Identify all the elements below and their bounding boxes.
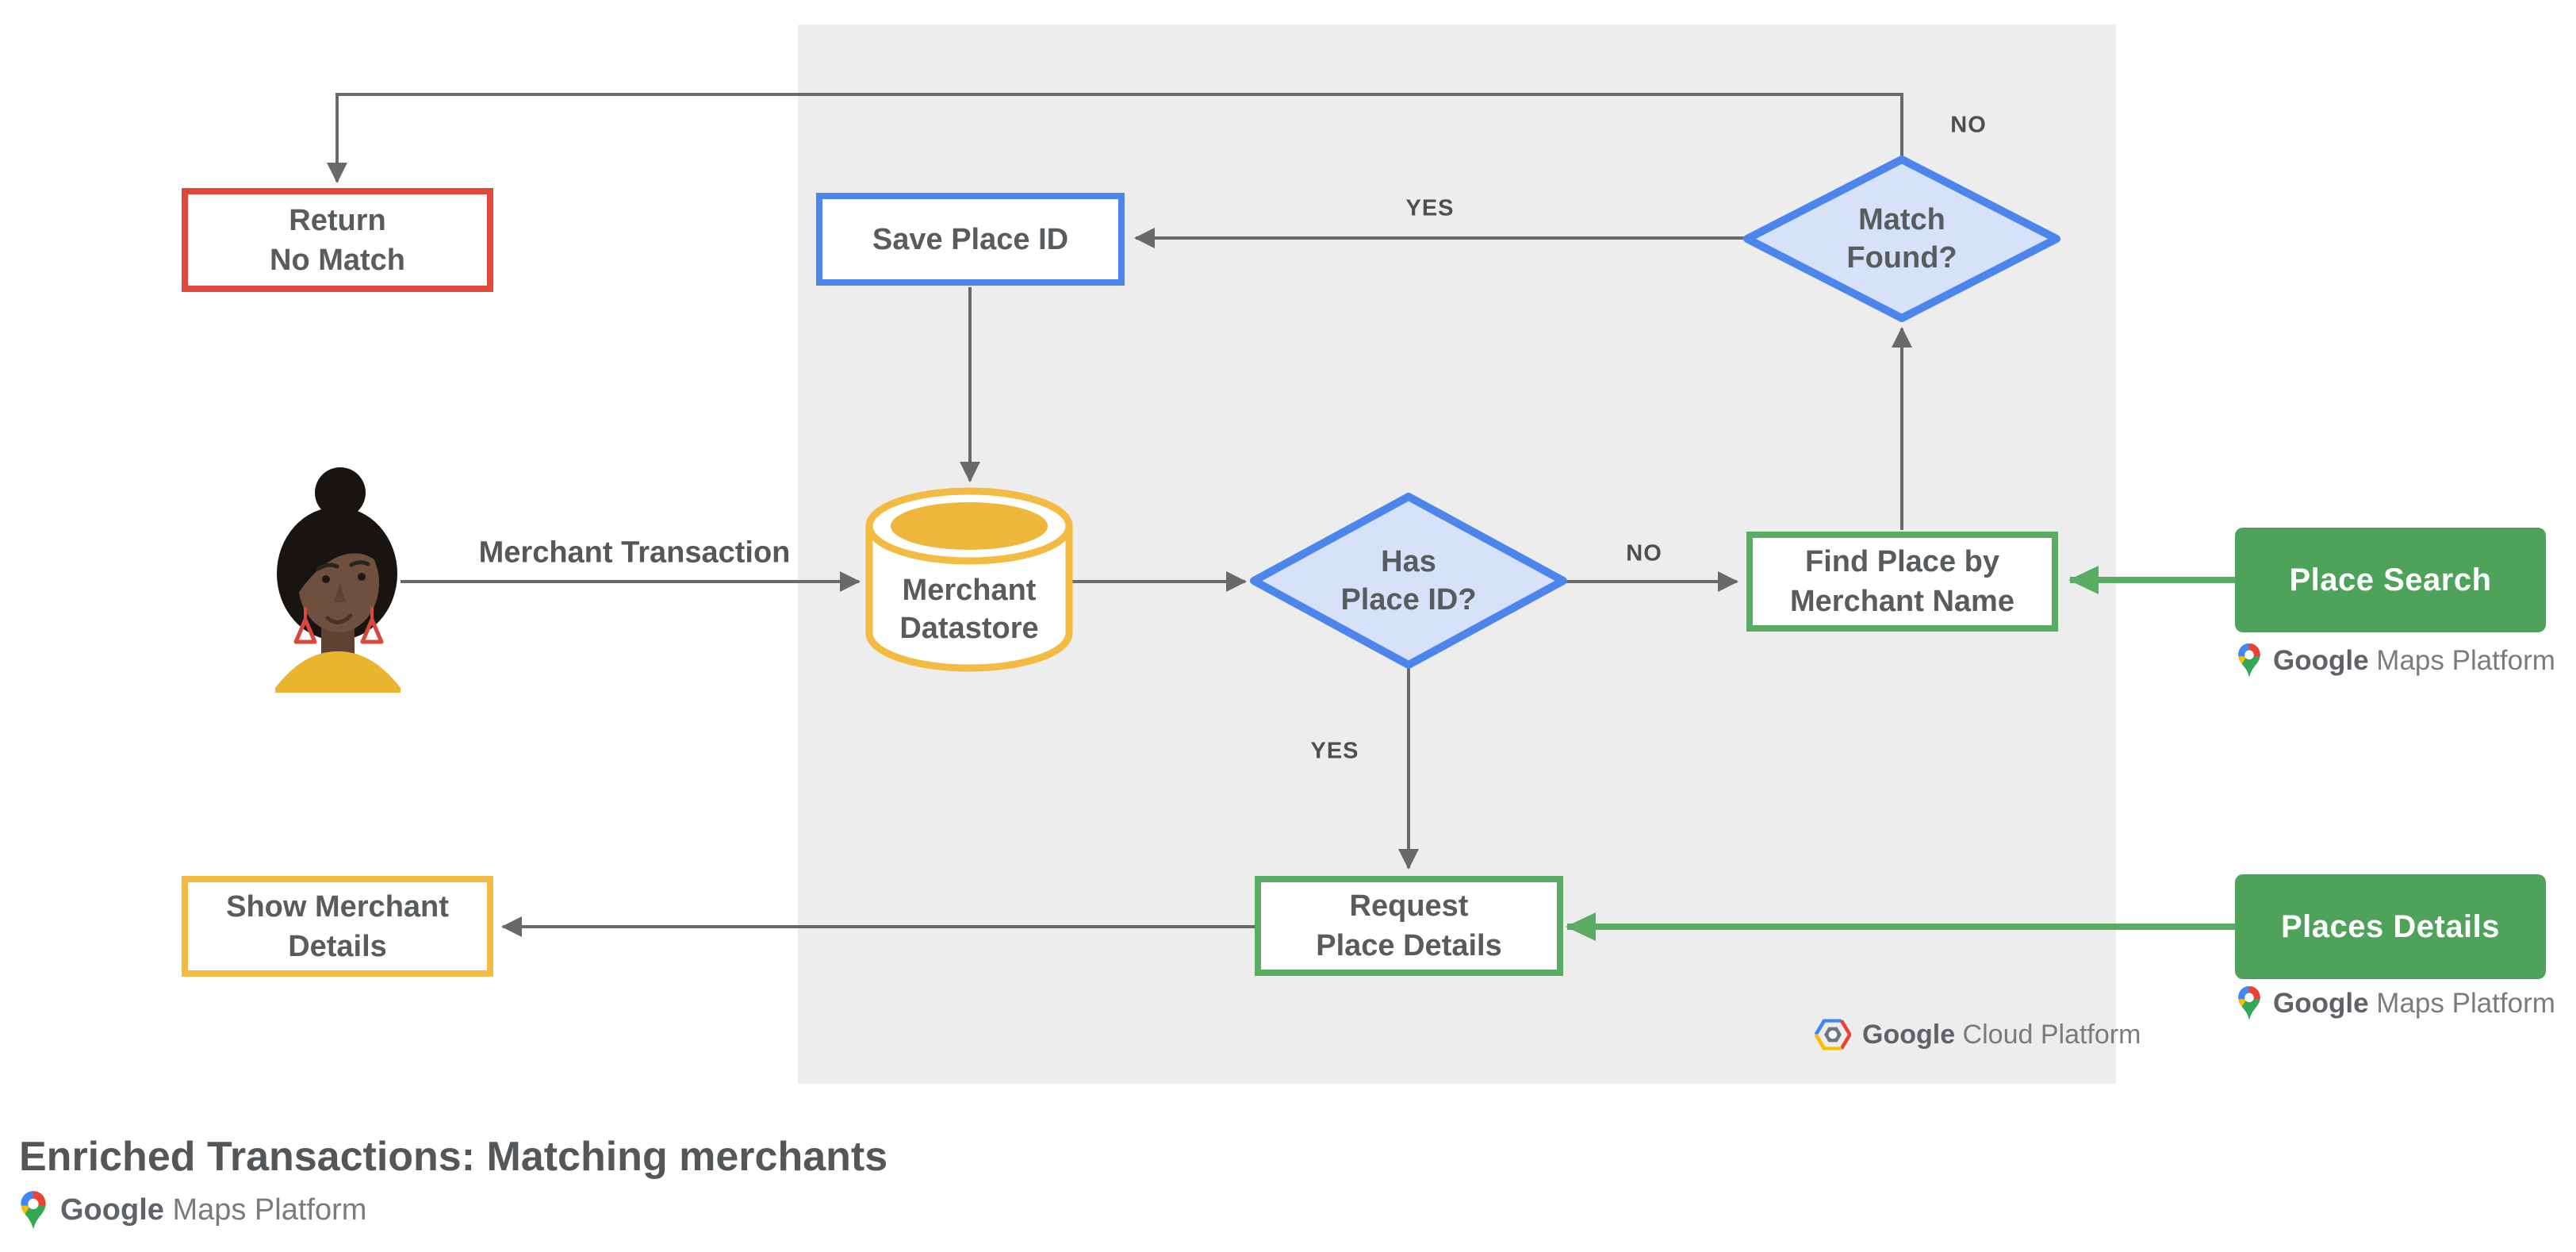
node-label-line: Save Place ID (872, 222, 1069, 256)
diamond-match-found (1743, 156, 2060, 322)
node-return-no-match: Return No Match (182, 188, 493, 292)
node-save-place-id: Save Place ID (816, 193, 1125, 286)
datastore-cylinder-icon (865, 487, 1073, 672)
api-box-places-details: Places Details (2235, 874, 2546, 979)
diamond-has-place-id-label: Has Place ID? (1340, 545, 1477, 616)
gmp-logo-place-search: Google Maps Platform (2237, 643, 2555, 678)
maps-pin-icon (2237, 985, 2262, 1021)
node-label-line: Details (288, 929, 387, 963)
gmp-logo-text: Google Maps Platform (2273, 987, 2555, 1019)
page-title: Enriched Transactions: Matching merchant… (19, 1134, 888, 1180)
google-cloud-platform-logo: Google Cloud Platform (1815, 1019, 2141, 1050)
gmp-logo-text: Google Maps Platform (60, 1193, 367, 1227)
api-box-label: Place Search (2289, 562, 2492, 597)
node-label-line: Merchant Name (1790, 585, 2014, 618)
node-label-line: Show Merchant (226, 889, 449, 924)
footer-gmp-logo: Google Maps Platform (19, 1190, 366, 1231)
edge-label-merchant-transaction: Merchant Transaction (478, 536, 791, 570)
gmp-logo-text: Google Maps Platform (2273, 644, 2555, 676)
node-show-merchant-details: Show Merchant Details (182, 876, 493, 977)
maps-pin-icon (19, 1190, 48, 1231)
api-box-place-search: Place Search (2235, 528, 2546, 632)
node-request-place-details: Request Place Details (1255, 876, 1563, 976)
node-find-place-by-merchant-name: Find Place by Merchant Name (1746, 532, 2058, 632)
edge-label-match-found-no: NO (1950, 112, 1987, 138)
edge-label-has-place-id-yes: YES (1310, 738, 1359, 764)
edge-label-match-found-yes: YES (1405, 195, 1455, 221)
gmp-logo-places-details: Google Maps Platform (2237, 985, 2555, 1021)
connector-matchfound-no-to-returnnomatch (327, 93, 1903, 183)
maps-pin-icon (2237, 643, 2262, 678)
node-label-line: Place Details (1316, 929, 1502, 962)
api-box-label: Places Details (2280, 908, 2501, 944)
node-label-line: Return (289, 203, 386, 237)
diamond-match-found-label: Match Found? (1846, 203, 1957, 275)
gcp-hexagon-icon (1815, 1019, 1851, 1050)
node-label-line: Request (1349, 889, 1469, 923)
node-label-line: No Match (270, 243, 405, 277)
edge-label-has-place-id-no: NO (1626, 540, 1662, 566)
diamond-has-place-id (1250, 493, 1567, 669)
node-label-line: Find Place by (1805, 545, 1999, 578)
node-merchant-datastore-label: Merchant Datastore (899, 574, 1039, 645)
user-avatar (275, 467, 401, 693)
gcp-logo-text: Google Cloud Platform (1862, 1019, 2141, 1050)
